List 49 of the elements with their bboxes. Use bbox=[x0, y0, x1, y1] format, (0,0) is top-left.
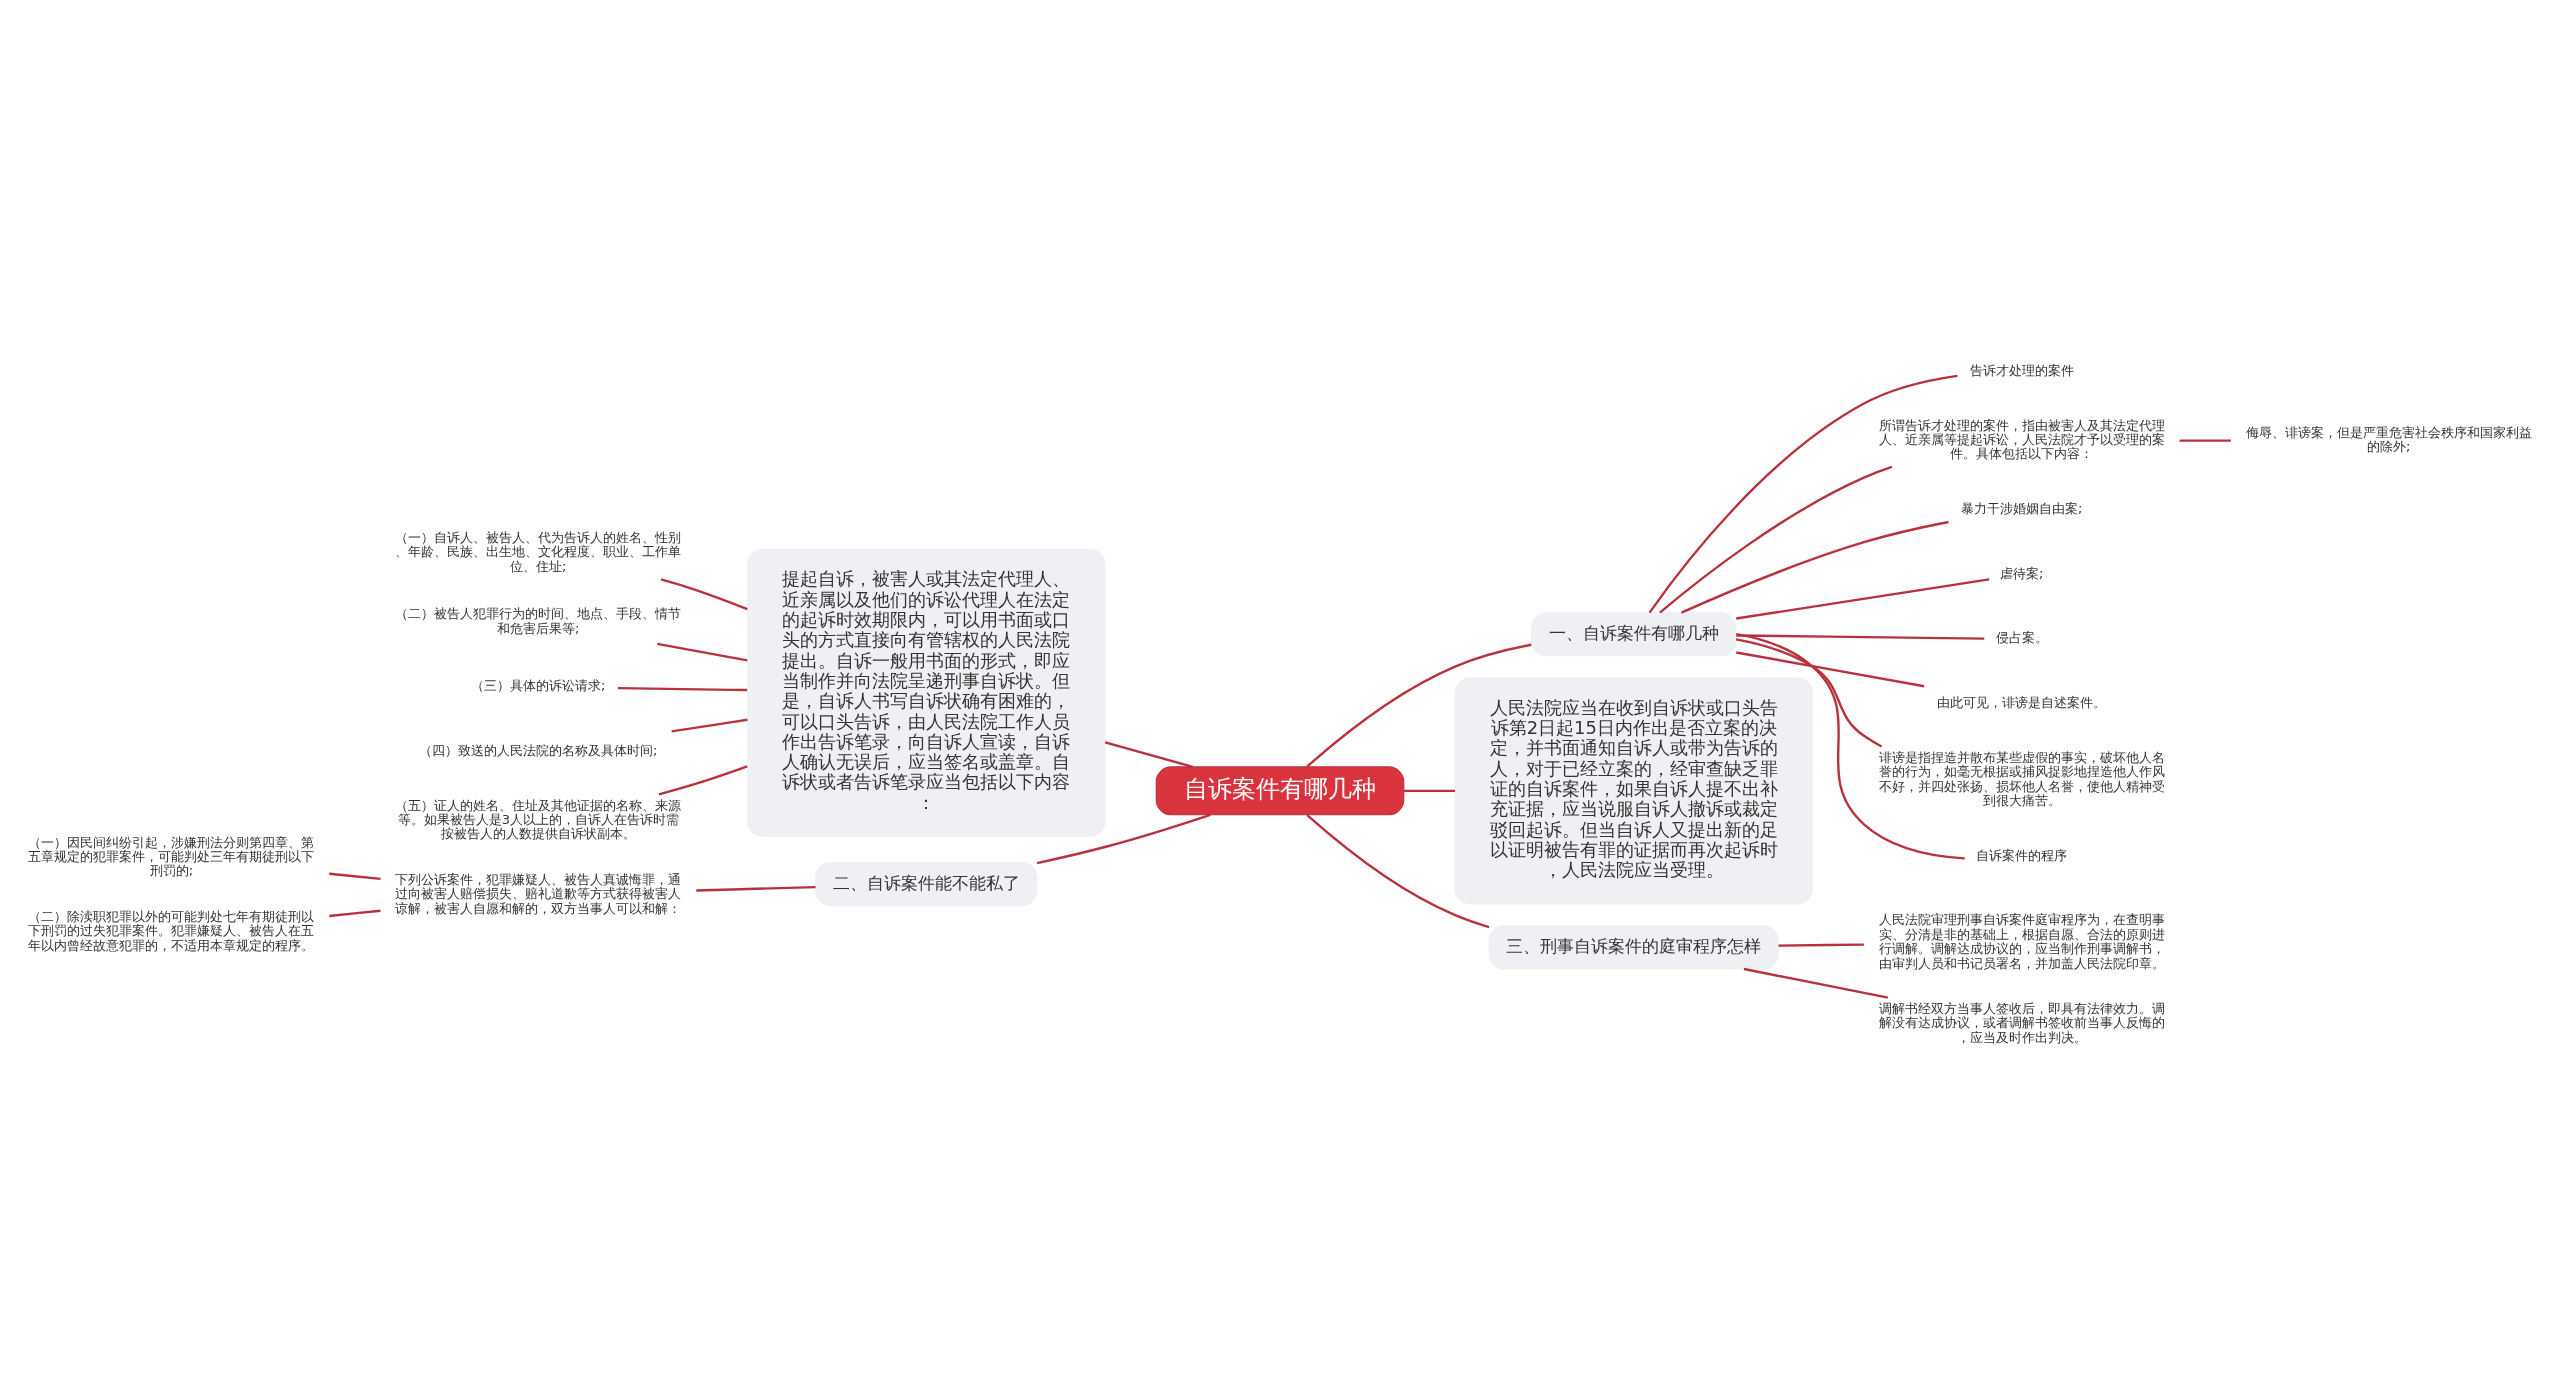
node-box: 三、刑事自诉案件的庭审程序怎样 bbox=[1488, 924, 1780, 970]
connector bbox=[1735, 637, 1883, 747]
node-text: （五）证人的姓名、住址及其他证据的名称、来源等。如果被告人是3人以上的，自诉人在告诉时需按被告人的人数提供自诉状副本。 bbox=[395, 797, 682, 841]
connector bbox=[1306, 813, 1490, 928]
node-text: 告诉才处理的案件 bbox=[1969, 362, 2074, 378]
connector bbox=[1736, 577, 1990, 620]
connector bbox=[1778, 942, 1864, 947]
node-text: 自诉案件的程序 bbox=[1976, 847, 2068, 863]
connector bbox=[696, 885, 816, 892]
node-text: 下列公诉案件，犯罪嫌疑人、被告人真诚悔罪，通过向被害人赔偿损失、赔礼道歉等方式获得被害人谅解，被害人自愿和解的，双方当事人可以和解： bbox=[395, 871, 682, 916]
node-text: 侮辱、诽谤案，但是严重危害社会秩序和国家利益的除外; bbox=[2245, 424, 2532, 454]
connector bbox=[1743, 967, 1889, 999]
node-text: （三）具体的诉讼请求; bbox=[471, 677, 606, 693]
node-text: （一）因民间纠纷引起，涉嫌刑法分则第四章、第五章规定的犯罪案件，可能判处三年有期徒刑以下刑罚的; bbox=[28, 834, 315, 878]
node-text: 诽谤是指捏造并散布某些虚假的事实，破坏他人名誉的行为，如毫无根据或捕风捉影地捏造他人作风不好，并四处张扬、损坏他人名誉，使他人精神受到很大痛苦。 bbox=[1878, 749, 2165, 808]
connector bbox=[1680, 520, 1949, 614]
node-text: 暴力干涉婚姻自由案; bbox=[1960, 500, 2083, 516]
connector bbox=[1104, 740, 1193, 768]
connector bbox=[1736, 633, 1985, 640]
node-text: （一）自诉人、被告人、代为告诉人的姓名、性别、年龄、民族、出生地、文化程度、职业、工作单位、住址; bbox=[395, 529, 682, 574]
connector bbox=[1306, 643, 1532, 767]
connector bbox=[617, 686, 748, 691]
connector bbox=[1736, 650, 1925, 687]
node-text: （二）除渎职犯罪以外的可能判处七年有期徒刑以下刑罚的过失犯罪案件。犯罪嫌疑人、被告人在五年以内曾经故意犯罪的，不适用本章规定的程序。 bbox=[28, 908, 315, 953]
node-box: 二、自诉案件能不能私了 bbox=[815, 861, 1038, 906]
connector bbox=[671, 718, 748, 732]
node-text: 调解书经双方当事人签收后，即具有法律效力。调解没有达成协议，或者调解书签收前当事人反悔的，应当及时作出判决。 bbox=[1878, 1000, 2165, 1045]
node-box: 一、自诉案件有哪几种 bbox=[1531, 611, 1737, 656]
connector bbox=[329, 909, 381, 917]
connector bbox=[1659, 465, 1893, 613]
node-text: 所谓告诉才处理的案件，指由被害人及其法定代理人、近亲属等提起诉讼，人民法院才予以受理的案件。具体包括以下内容： bbox=[1878, 417, 2165, 461]
connector bbox=[660, 577, 748, 610]
node-box: 提起自诉，被害人或其法定代理人、近亲属以及他们的诉讼代理人在法定的起诉时效期限内，可以用书面或口头的方式直接向有管辖权的人民法院提出。自诉一般用书面的形式，即应当制作并向法院呈递刑事自诉状。但是，自诉人书写自诉状确有困难的，可以口头告诉，由人民法院工作人员作出告诉笔录，向自诉人宣读，自诉人确认无误后，应当签名或盖章。自诉状或者告诉笔录应当包括以下内容： bbox=[746, 548, 1106, 837]
connector bbox=[1736, 632, 1965, 860]
node-text: 人民法院审理刑事自诉案件庭审程序为，在查明事实、分清是非的基础上，根据自愿、合法的原则进行调解。调解达成协议的，应当制作刑事调解书，由审判人员和书记员署名，并加盖人民法院印章。 bbox=[1878, 911, 2165, 971]
node-text: （四）致送的人民法院的名称及具体时间; bbox=[419, 742, 658, 758]
node-box: 人民法院应当在收到自诉状或口头告诉第2日起15日内作出是否立案的决定，并书面通知自诉人或带为告诉的人，对于已经立案的，经审查缺乏罪证的自诉案件，如果自诉人提不出补充证据，应当说服自诉人撤诉或裁定驳回起诉。但当自诉人又提出新的足以证明被告有罪的证据而再次起诉时，人民法院应当受理。 bbox=[1454, 676, 1814, 904]
node-text: 由此可见，诽谤是自述案件。 bbox=[1937, 694, 2107, 710]
connector bbox=[329, 872, 381, 880]
connector bbox=[1404, 789, 1456, 792]
node-box: 自诉案件有哪几种 bbox=[1155, 765, 1405, 815]
connector bbox=[657, 642, 748, 661]
connector bbox=[658, 764, 748, 796]
connector bbox=[1036, 813, 1211, 864]
connector bbox=[2179, 438, 2231, 442]
node-text: 虐待案; bbox=[1999, 565, 2044, 581]
node-text: 侵占案。 bbox=[1995, 629, 2048, 645]
node-text: （二）被告人犯罪行为的时间、地点、手段、情节和危害后果等; bbox=[395, 605, 682, 636]
connector bbox=[1648, 374, 1958, 613]
